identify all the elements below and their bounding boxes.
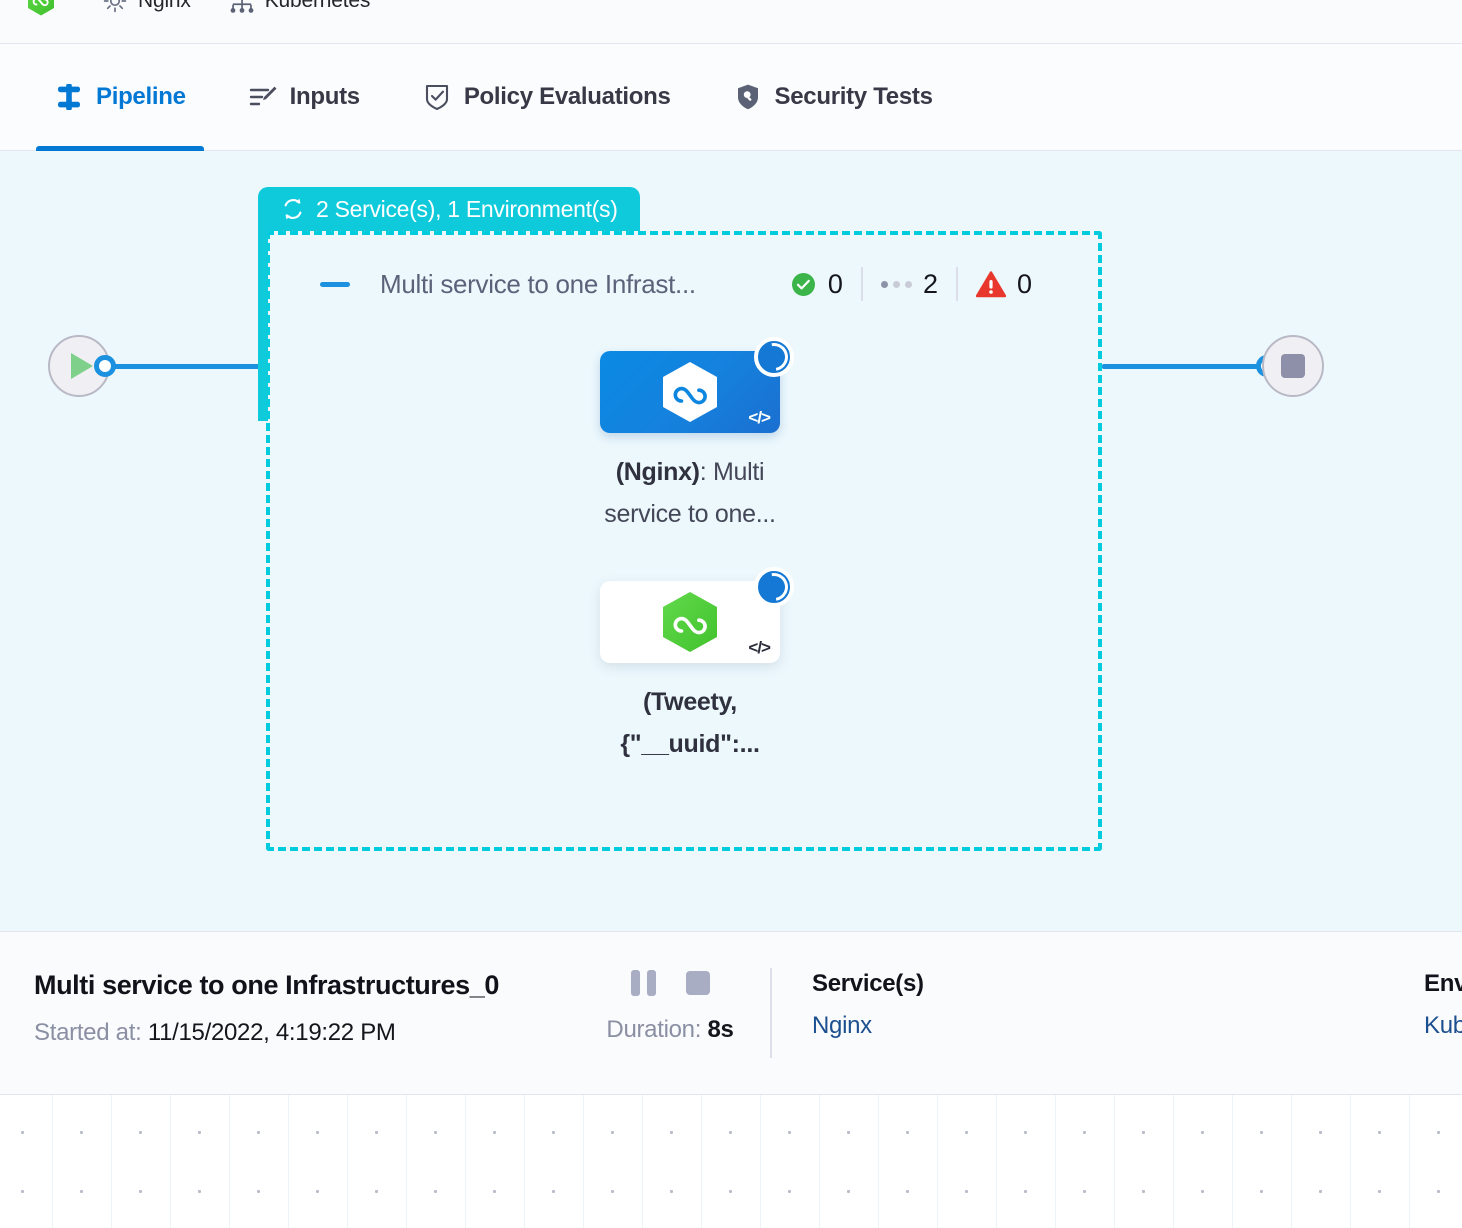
code-brackets-icon: </> — [748, 408, 771, 427]
check-circle-icon — [790, 271, 817, 298]
tab-pipeline-label: Pipeline — [96, 83, 186, 110]
stop-icon[interactable] — [685, 971, 710, 995]
spinner-icon — [754, 337, 794, 377]
count-divider — [955, 267, 958, 301]
services-column: Service(s) Nginx — [772, 932, 924, 1040]
inputs-icon — [248, 82, 278, 112]
tab-security-tests-label: Security Tests — [774, 83, 933, 110]
tab-bar: Pipeline Inputs Policy Evaluations — [0, 44, 1462, 151]
started-at: Started at: 11/15/2022, 4:19:22 PM — [34, 1019, 570, 1047]
harness-hexagon-icon — [28, 0, 54, 16]
execution-detail-panel: Multi service to one Infrastructures_0 S… — [0, 931, 1462, 1095]
group-header: Multi service to one Infrast... 0 2 — [320, 267, 1050, 301]
background-dot-grid — [0, 1095, 1462, 1228]
count-success-value: 0 — [827, 268, 843, 299]
group-container[interactable] — [266, 231, 1102, 851]
harness-hexagon-icon — [662, 591, 718, 653]
loop-repeat-icon — [280, 196, 306, 222]
tab-policy-evaluations-label: Policy Evaluations — [463, 83, 671, 110]
breadcrumb-item-kubernetes-label: Kubernetes — [264, 0, 371, 12]
node-tweety-label: (Tweety, {"__uuid":... — [575, 681, 805, 765]
environments-value[interactable]: Kub — [1424, 1012, 1462, 1039]
group-title: Multi service to one Infrast... — [380, 268, 696, 299]
page-title: Multi service to one Infrastructures_0 — [34, 970, 499, 1000]
node-nginx-card[interactable]: </> — [600, 337, 794, 433]
execution-controls: Duration: 8s — [570, 932, 770, 1044]
tab-inputs-label: Inputs — [289, 83, 361, 110]
pipeline-end-node[interactable] — [1262, 335, 1324, 397]
node-nginx[interactable]: </> (Nginx): Multi service to one... — [600, 337, 805, 535]
node-nginx-label: (Nginx): Multi service to one... — [575, 451, 805, 535]
duration-label: Duration: — [606, 1016, 702, 1043]
gear-icon — [102, 0, 128, 16]
duration: Duration: 8s — [570, 1016, 770, 1044]
warning-triangle-icon — [975, 270, 1007, 298]
breadcrumb-item-nginx-label: Nginx — [138, 0, 191, 12]
node-tweety-card[interactable]: </> — [600, 567, 794, 663]
pause-icon[interactable] — [630, 970, 656, 996]
group-badge-label: 2 Service(s), 1 Environment(s) — [316, 195, 618, 222]
count-failed: 0 — [958, 269, 1050, 300]
spinner-icon — [754, 567, 794, 607]
group-accent-bar — [258, 231, 268, 421]
breadcrumb-item-harness[interactable] — [28, 0, 64, 16]
shield-scan-icon — [733, 82, 763, 112]
count-divider — [860, 267, 863, 301]
node-tweety-label-bold: (Tweety, {"__uuid":... — [620, 688, 760, 758]
tab-policy-evaluations[interactable]: Policy Evaluations — [404, 44, 689, 151]
node-nginx-label-bold: (Nginx) — [615, 458, 700, 486]
services-heading: Service(s) — [812, 970, 924, 997]
play-icon — [71, 353, 93, 379]
duration-value: 8s — [707, 1016, 734, 1043]
connector-start-to-group — [112, 364, 268, 369]
breadcrumb: Nginx Kubern — [0, 0, 1462, 44]
started-at-value: 11/15/2022, 4:19:22 PM — [147, 1019, 396, 1046]
group-badge[interactable]: 2 Service(s), 1 Environment(s) — [258, 187, 640, 231]
harness-hexagon-icon — [662, 361, 718, 423]
stop-icon — [1281, 354, 1305, 378]
infrastructure-icon — [229, 0, 255, 16]
breadcrumb-item-nginx[interactable]: Nginx — [102, 0, 191, 16]
started-at-label: Started at: — [34, 1019, 142, 1046]
node-tweety[interactable]: </> (Tweety, {"__uuid":... — [600, 567, 805, 765]
count-failed-value: 0 — [1016, 268, 1032, 299]
pipeline-canvas[interactable]: 2 Service(s), 1 Environment(s) Multi ser… — [0, 151, 1462, 931]
status-counts: 0 2 0 — [772, 267, 1050, 301]
count-success: 0 — [772, 269, 861, 300]
three-dots-icon — [880, 280, 912, 288]
environments-heading: Envi — [1424, 970, 1462, 997]
tab-pipeline[interactable]: Pipeline — [36, 44, 204, 151]
code-brackets-icon: </> — [748, 638, 771, 657]
node-nginx-label-rest: : Multi service to one... — [604, 458, 776, 528]
collapse-toggle-icon[interactable] — [320, 281, 350, 287]
tab-inputs[interactable]: Inputs — [230, 44, 378, 151]
count-running: 2 — [863, 269, 956, 300]
connector-group-to-end — [1102, 364, 1268, 369]
breadcrumb-item-kubernetes[interactable]: Kubernetes — [229, 0, 370, 16]
tab-security-tests[interactable]: Security Tests — [715, 44, 951, 151]
services-value[interactable]: Nginx — [812, 1012, 872, 1039]
detail-summary: Multi service to one Infrastructures_0 S… — [0, 932, 570, 1047]
pipeline-icon — [54, 82, 84, 112]
count-running-value: 2 — [922, 268, 938, 299]
environments-column: Envi Kub — [1384, 932, 1462, 1040]
shield-check-icon — [422, 82, 452, 112]
detail-divider — [770, 968, 772, 1058]
